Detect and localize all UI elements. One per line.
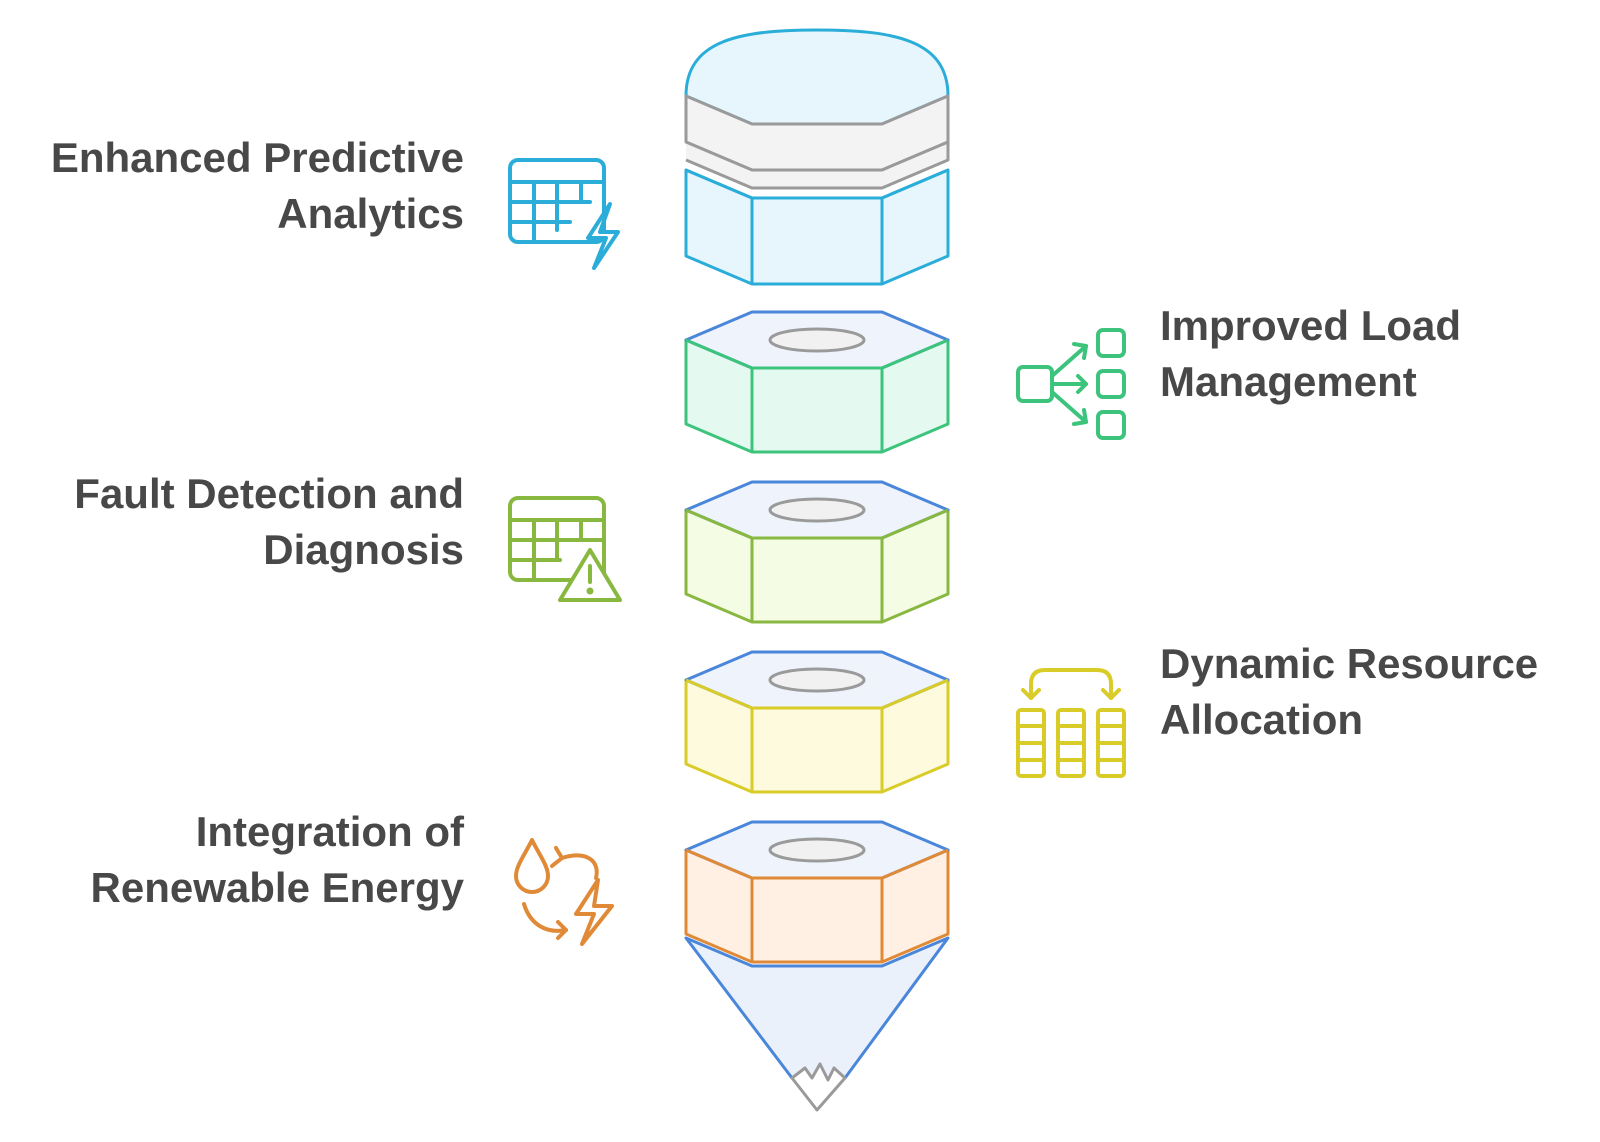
table-lightning-icon	[508, 158, 620, 270]
label-fault-detection-and-diagnosis: Fault Detection and Diagnosis	[74, 466, 464, 578]
label-line: Renewable Energy	[90, 864, 464, 911]
segment-stack	[684, 310, 950, 964]
distribution-icon	[1016, 328, 1126, 440]
top-cap	[684, 28, 950, 286]
segment-load	[684, 310, 950, 454]
label-line: Enhanced Predictive	[50, 134, 464, 181]
water-energy-cycle-icon	[514, 838, 614, 946]
label-line: Dynamic Resource	[1160, 640, 1539, 687]
label-line: Diagnosis	[263, 526, 464, 573]
table-warning-icon	[508, 496, 622, 602]
label-integration-of-renewable-energy: Integration of Renewable Energy	[91, 804, 464, 916]
segment-resource	[684, 650, 950, 794]
bottom-cone	[684, 936, 950, 1112]
label-line: Management	[1160, 358, 1417, 405]
label-dynamic-resource-allocation: Dynamic Resource Allocation	[1160, 636, 1538, 748]
label-line: Fault Detection and	[74, 470, 464, 517]
label-line: Integration of	[195, 808, 464, 855]
label-line: Allocation	[1160, 696, 1364, 743]
columns-swap-icon	[1016, 668, 1126, 778]
label-line: Analytics	[277, 190, 464, 237]
label-improved-load-management: Improved Load Management	[1160, 298, 1461, 410]
label-line: Improved Load	[1160, 302, 1462, 349]
segment-renewable	[684, 820, 950, 964]
segment-fault	[684, 480, 950, 624]
label-enhanced-predictive-analytics: Enhanced Predictive Analytics	[51, 130, 464, 242]
